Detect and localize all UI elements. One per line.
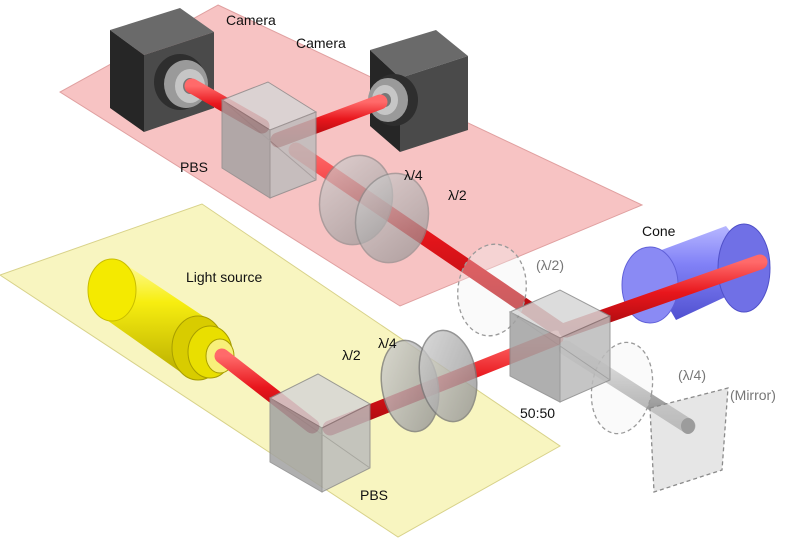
label-camera-top: Camera [226,12,276,28]
label-beam-splitter: 50:50 [520,405,555,421]
wave-plate-quarter-bottom [418,329,478,423]
label-quarter-wave-bottom: λ/4 [378,335,397,351]
label-cone: Cone [642,223,676,239]
label-camera-right: Camera [296,35,346,51]
label-pbs-bottom: PBS [360,487,388,503]
camera-right [368,30,468,152]
label-half-wave-bottom: λ/2 [342,347,361,363]
label-mirror-optional: (Mirror) [730,387,776,403]
pbs-top [220,81,318,199]
optional-mirror [649,387,729,493]
label-half-wave-top: λ/2 [448,187,467,203]
label-quarter-wave-top: λ/4 [404,167,423,183]
label-light-source: Light source [186,269,262,285]
pbs-bottom [268,373,372,493]
light-source [87,258,235,381]
optional-rod-end [681,418,695,434]
beam-splitter-50-50 [508,289,612,403]
label-pbs-top: PBS [180,159,208,175]
optional-half-wave-plate [457,243,527,337]
wave-plate-half-top [354,172,430,264]
label-half-wave-optional: (λ/2) [536,257,564,273]
label-quarter-wave-optional: (λ/4) [678,367,706,383]
